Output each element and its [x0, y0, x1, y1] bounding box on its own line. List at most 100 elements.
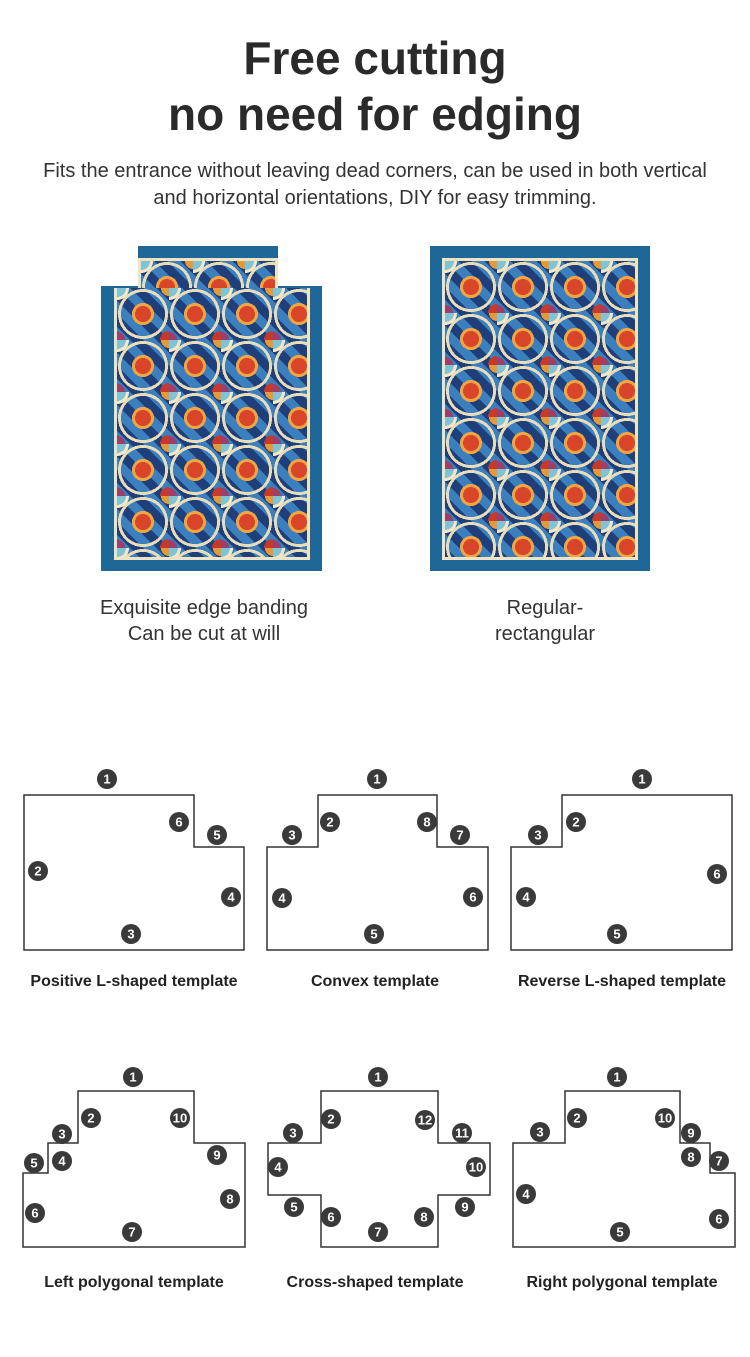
edge-number-badge: 7 — [709, 1151, 729, 1171]
badge-number: 4 — [227, 890, 235, 905]
badge-number: 9 — [213, 1148, 220, 1163]
template-label: Convex template — [311, 973, 439, 990]
badge-number: 2 — [573, 1111, 580, 1126]
edge-number-badge: 1 — [123, 1067, 143, 1087]
template-shape-convex — [266, 794, 489, 951]
caption-line: Exquisite edge banding — [100, 597, 308, 619]
badge-number: 8 — [420, 1210, 427, 1225]
template-label: Reverse L-shaped template — [518, 973, 726, 990]
edge-number-badge: 7 — [450, 825, 470, 845]
edge-number-badge: 10 — [655, 1108, 675, 1128]
edge-number-badge: 5 — [364, 924, 384, 944]
badge-number: 9 — [687, 1126, 694, 1141]
edge-number-badge: 3 — [528, 825, 548, 845]
badge-number: 1 — [129, 1070, 136, 1085]
badge-number: 4 — [278, 891, 286, 906]
badge-number: 2 — [327, 1112, 334, 1127]
badge-number: 8 — [226, 1192, 233, 1207]
edge-number-badge: 9 — [681, 1123, 701, 1143]
badge-number: 7 — [456, 828, 463, 843]
badge-number: 6 — [713, 867, 720, 882]
title-line-1: Free cutting — [243, 32, 507, 84]
badge-number: 2 — [572, 815, 579, 830]
caption-line: Regular- — [506, 597, 584, 619]
edge-number-badge: 1 — [632, 769, 652, 789]
edge-number-badge: 1 — [368, 1067, 388, 1087]
badge-number: 8 — [687, 1150, 694, 1165]
badge-number: 7 — [128, 1225, 135, 1240]
badge-number: 1 — [373, 772, 380, 787]
edge-number-badge: 1 — [367, 769, 387, 789]
badge-number: 5 — [290, 1200, 297, 1215]
badge-number: 4 — [274, 1160, 282, 1175]
badge-number: 6 — [175, 815, 182, 830]
badge-number: 5 — [213, 828, 220, 843]
badge-number: 1 — [638, 772, 645, 787]
edge-number-badge: 4 — [272, 888, 292, 908]
subtitle: Fits the entrance without leaving dead c… — [43, 160, 707, 209]
edge-number-badge: 6 — [169, 812, 189, 832]
badge-number: 3 — [288, 828, 295, 843]
edge-number-badge: 5 — [207, 825, 227, 845]
badge-number: 3 — [289, 1126, 296, 1141]
template-shape-left-polygonal — [22, 1090, 246, 1248]
template-label: Right polygonal template — [526, 1274, 717, 1291]
edge-number-badge: 5 — [24, 1153, 44, 1173]
badge-number: 12 — [418, 1113, 432, 1128]
edge-number-badge: 6 — [25, 1203, 45, 1223]
edge-number-badge: 4 — [52, 1151, 72, 1171]
edge-number-badge: 8 — [681, 1147, 701, 1167]
template-shape-reverse-l — [510, 794, 733, 951]
rug-caption-2: Regular- rectangular — [440, 595, 650, 647]
edge-number-badge: 3 — [52, 1124, 72, 1144]
edge-number-badge: 11 — [452, 1123, 472, 1143]
badge-number: 5 — [370, 927, 377, 942]
badge-number: 1 — [613, 1070, 620, 1085]
badge-number: 5 — [616, 1225, 623, 1240]
template-shape-positive-l — [23, 794, 245, 951]
edge-number-badge: 4 — [516, 1184, 536, 1204]
edge-number-badge: 9 — [207, 1145, 227, 1165]
edge-number-badge: 10 — [170, 1108, 190, 1128]
edge-number-badge: 6 — [707, 864, 727, 884]
title-line-2: no need for edging — [168, 88, 582, 140]
edge-number-badge: 6 — [709, 1209, 729, 1229]
edge-number-badge: 6 — [321, 1207, 341, 1227]
template-shape-cross — [267, 1090, 491, 1248]
edge-number-badge: 3 — [283, 1123, 303, 1143]
badge-number: 10 — [173, 1111, 187, 1126]
caption-line: Can be cut at will — [127, 623, 281, 645]
badge-number: 10 — [658, 1111, 672, 1126]
edge-number-badge: 12 — [415, 1110, 435, 1130]
edge-number-badge: 1 — [607, 1067, 627, 1087]
edge-number-badge: 3 — [282, 825, 302, 845]
edge-number-badge: 2 — [81, 1108, 101, 1128]
badge-number: 2 — [326, 815, 333, 830]
edge-number-badge: 2 — [566, 812, 586, 832]
template-label: Positive L-shaped template — [30, 973, 237, 990]
edge-number-badge: 2 — [567, 1108, 587, 1128]
edge-number-badge: 10 — [466, 1157, 486, 1177]
template-shape-right-polygonal — [512, 1090, 736, 1248]
badge-number: 4 — [522, 890, 530, 905]
edge-number-badge: 5 — [610, 1222, 630, 1242]
edge-number-badge: 3 — [121, 924, 141, 944]
edge-number-badge: 8 — [220, 1189, 240, 1209]
badge-number: 1 — [374, 1070, 381, 1085]
edge-number-badge: 4 — [268, 1157, 288, 1177]
edge-number-badge: 4 — [221, 887, 241, 907]
template-label: Cross-shaped template — [287, 1274, 464, 1291]
template-label: Left polygonal template — [44, 1274, 224, 1291]
edge-number-badge: 7 — [368, 1222, 388, 1242]
badge-number: 2 — [34, 864, 41, 879]
badge-number: 6 — [31, 1206, 38, 1221]
badge-number: 3 — [536, 1125, 543, 1140]
rug-caption-1: Exquisite edge banding Can be cut at wil… — [54, 595, 354, 647]
edge-number-badge: 5 — [607, 924, 627, 944]
caption-line: rectangular — [494, 623, 596, 645]
badge-number: 4 — [58, 1154, 66, 1169]
badge-number: 6 — [327, 1210, 334, 1225]
badge-number: 3 — [534, 828, 541, 843]
badge-number: 11 — [455, 1126, 469, 1141]
